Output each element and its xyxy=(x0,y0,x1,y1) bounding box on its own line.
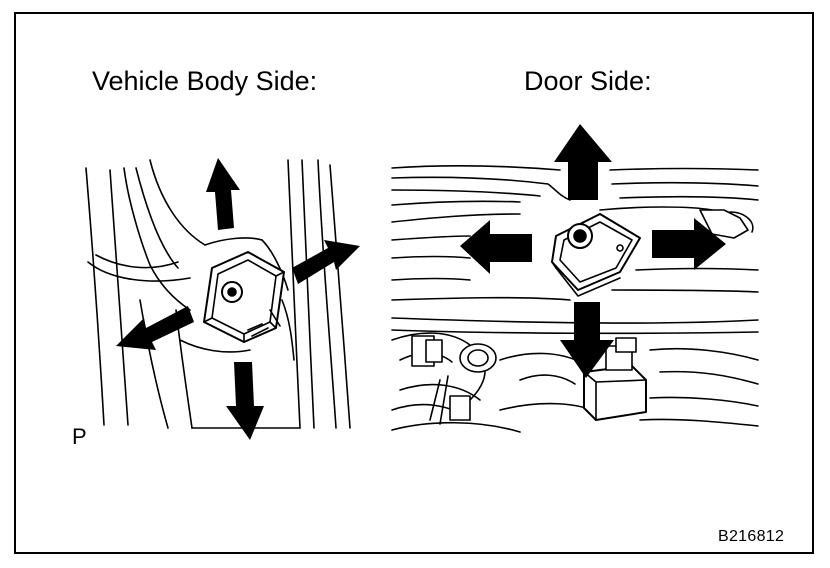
diagram-frame xyxy=(14,12,814,554)
arrow-left-icon xyxy=(460,220,532,274)
arrow-up-icon xyxy=(206,158,240,230)
left-arrows xyxy=(116,158,360,440)
arrow-right-icon xyxy=(652,218,726,270)
arrow-up-icon xyxy=(554,124,612,200)
position-marker: P xyxy=(72,424,87,449)
arrow-down-icon xyxy=(226,362,264,440)
arrow-right-icon xyxy=(292,240,360,284)
arrow-down-icon xyxy=(560,302,614,378)
door-side-title: Door Side: xyxy=(524,66,652,96)
arrow-left-icon xyxy=(116,306,194,350)
door-illustration xyxy=(391,165,759,433)
figure-code: B216812 xyxy=(718,528,785,545)
right-arrows xyxy=(460,124,726,378)
vehicle-body-illustration xyxy=(85,159,351,429)
vehicle-body-side-title: Vehicle Body Side: xyxy=(92,66,318,96)
